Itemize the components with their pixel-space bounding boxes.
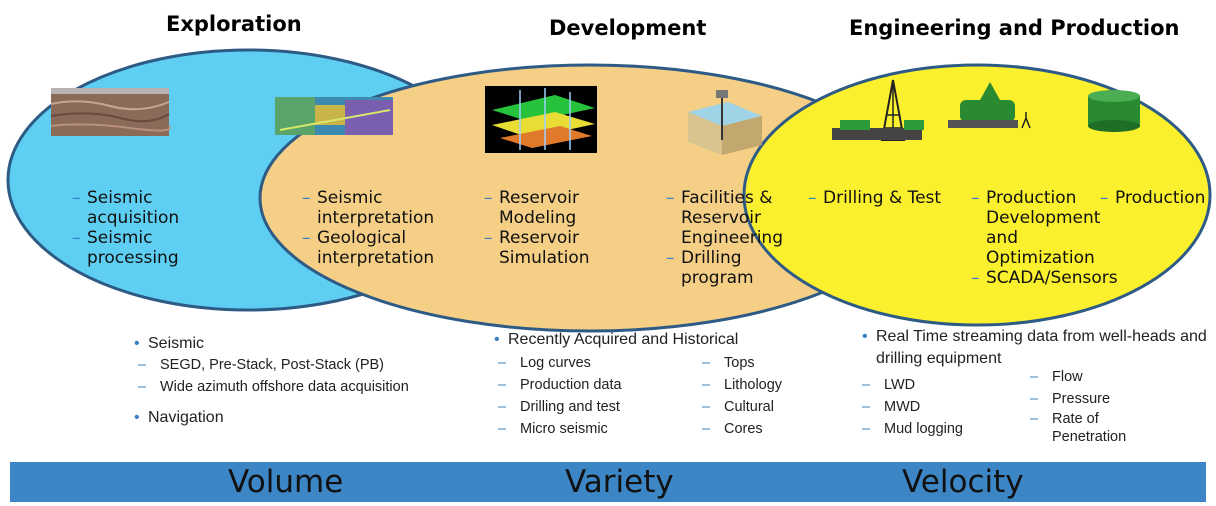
engineering-item: Drilling & Test bbox=[808, 188, 968, 208]
development-col1-items: Seismic interpretation Geological interp… bbox=[302, 188, 462, 268]
development-item: Drilling program bbox=[666, 248, 794, 288]
exploration-items: Seismic acquisition Seismic processing bbox=[72, 188, 232, 268]
variety-item: Micro seismic bbox=[494, 418, 684, 440]
storage-tank-image bbox=[1088, 90, 1140, 132]
variety-item: Drilling and test bbox=[494, 396, 684, 418]
drilling-rig-image bbox=[832, 79, 924, 141]
volume-label: Volume bbox=[228, 464, 344, 500]
velocity-item: Pressure bbox=[1026, 388, 1206, 410]
volume-seismic-sub: Wide azimuth offshore data acquisition bbox=[134, 376, 494, 398]
development-item: Geological interpretation bbox=[302, 228, 462, 268]
variety-item: Lithology bbox=[698, 374, 818, 396]
exploration-header: Exploration bbox=[166, 12, 302, 36]
seismic-section-image bbox=[50, 88, 171, 136]
engineering-col1-items: Drilling & Test bbox=[808, 188, 968, 208]
velocity-item: LWD bbox=[858, 374, 1028, 396]
engineering-col3-items: Production bbox=[1100, 188, 1216, 208]
development-col3-items: Facilities & Reservoir Engineering Drill… bbox=[666, 188, 794, 288]
development-item: Reservoir Modeling bbox=[484, 188, 614, 228]
variety-item: Tops bbox=[698, 352, 818, 374]
volume-seismic-sub: SEGD, Pre-Stack, Post-Stack (PB) bbox=[134, 354, 494, 376]
engineering-item: Production bbox=[1100, 188, 1216, 208]
velocity-col1: LWD MWD Mud logging bbox=[858, 374, 1028, 440]
velocity-heading: Real Time streaming data from well-heads… bbox=[862, 326, 1212, 370]
engineering-item: SCADA/Sensors bbox=[971, 268, 1118, 288]
variety-item: Log curves bbox=[494, 352, 684, 374]
velocity-list: Real Time streaming data from well-heads… bbox=[862, 326, 1212, 370]
variety-list: Recently Acquired and Historical bbox=[494, 330, 814, 350]
development-header: Development bbox=[549, 16, 707, 40]
variety-item: Production data bbox=[494, 374, 684, 396]
development-item: Reservoir Simulation bbox=[484, 228, 614, 268]
volume-list: Seismic SEGD, Pre-Stack, Post-Stack (PB)… bbox=[134, 334, 494, 428]
variety-col2: Tops Lithology Cultural Cores bbox=[698, 352, 818, 440]
velocity-col2: Flow Pressure Rate of Penetration bbox=[1026, 366, 1206, 446]
reservoir-model-image bbox=[485, 86, 597, 153]
pump-jack-image bbox=[948, 82, 1031, 129]
volume-navigation: Navigation bbox=[134, 408, 494, 428]
volume-seismic: Seismic bbox=[134, 334, 494, 354]
velocity-item: Rate of Penetration bbox=[1026, 410, 1162, 446]
engineering-col2-items: Production Development and Optimization … bbox=[971, 188, 1118, 288]
velocity-label: Velocity bbox=[902, 464, 1024, 500]
development-item: Facilities & Reservoir Engineering bbox=[666, 188, 794, 248]
variety-item: Cultural bbox=[698, 396, 818, 418]
velocity-item: Flow bbox=[1026, 366, 1206, 388]
variety-col1: Log curves Production data Drilling and … bbox=[494, 352, 684, 440]
development-col2-items: Reservoir Modeling Reservoir Simulation bbox=[484, 188, 614, 268]
engineering-item: Production Development and Optimization bbox=[971, 188, 1100, 268]
velocity-item: MWD bbox=[858, 396, 1028, 418]
variety-heading: Recently Acquired and Historical bbox=[494, 330, 814, 350]
variety-item: Cores bbox=[698, 418, 818, 440]
velocity-item: Mud logging bbox=[858, 418, 1028, 440]
bottom-bar bbox=[10, 462, 1206, 502]
variety-label: Variety bbox=[565, 464, 674, 500]
exploration-item: Seismic acquisition bbox=[72, 188, 232, 228]
seismic-interpretation-image bbox=[275, 97, 393, 135]
facilities-block-image bbox=[688, 90, 762, 155]
engineering-header: Engineering and Production bbox=[849, 16, 1180, 40]
development-item: Seismic interpretation bbox=[302, 188, 462, 228]
exploration-item: Seismic processing bbox=[72, 228, 232, 268]
